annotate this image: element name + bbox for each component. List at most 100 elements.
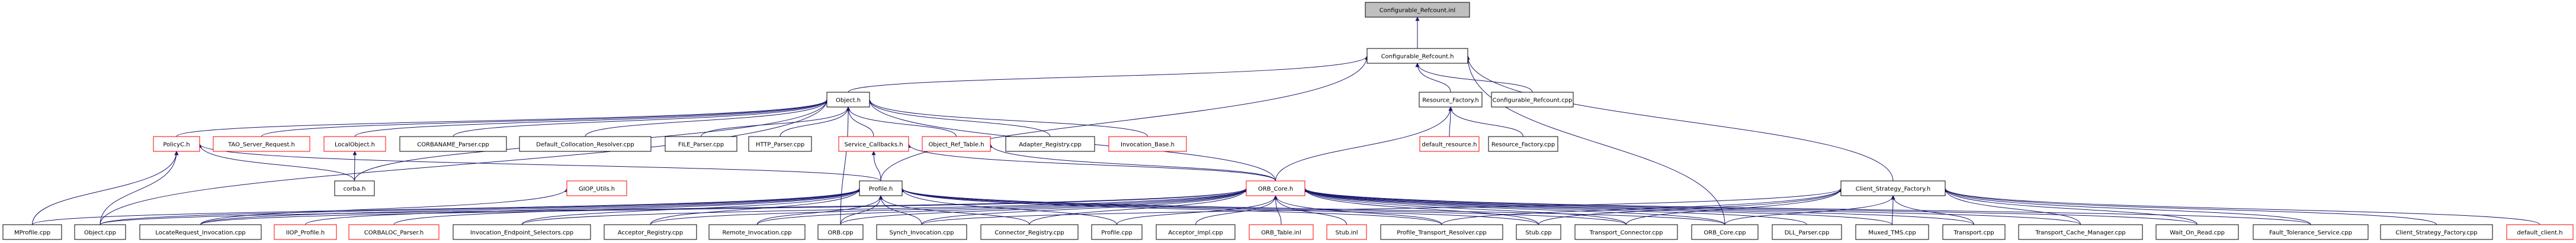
node-box: [1942, 224, 2006, 240]
node-label: Transport_Cache_Manager.cpp: [2035, 230, 2125, 236]
node-box: [817, 224, 864, 240]
node-default-collocation-resolver-cpp[interactable]: Default_Collocation_Resolver.cpp: [519, 136, 652, 152]
node-tao-server-request-h[interactable]: TAO_Server_Request.h: [213, 136, 310, 152]
edge-transport_connector_cpp-to-client_strategy_factory_h: [1626, 187, 1843, 225]
node-adapter-registry-cpp[interactable]: Adapter_Registry.cpp: [1005, 136, 1095, 152]
node-box: [708, 224, 806, 240]
node-label: Profile_Transport_Resolver.cpp: [1397, 230, 1486, 236]
node-profile-h[interactable]: Profile.h: [859, 180, 903, 196]
node-label: Object.cpp: [84, 230, 116, 236]
edge-client_strategy_factory_h-to-cr_h: [1465, 55, 1894, 182]
node-box: [1488, 136, 1558, 152]
node-box: [826, 92, 870, 108]
edge-iiop_profile_h-to-profile_h: [305, 187, 862, 225]
edge-invocation_base_h-to-object_h: [867, 99, 1148, 137]
node-acceptor-registry-cpp[interactable]: Acceptor_Registry.cpp: [604, 224, 697, 240]
node-synch-invocation-cpp[interactable]: Synch_Invocation.cpp: [876, 224, 967, 240]
node-corbaloc-parser-h[interactable]: CORBALOC_Parser.h: [348, 224, 440, 240]
node-label: Invocation_Endpoint_Selectors.cpp: [470, 230, 573, 236]
edge-synch_invocation_cpp-to-orb_core_h: [921, 187, 1249, 225]
node-orb-core-h[interactable]: ORB_Core.h: [1246, 180, 1305, 196]
node-stub-cpp[interactable]: Stub.cpp: [1516, 224, 1561, 240]
node-box: [1249, 224, 1314, 240]
node-remote-invocation-cpp[interactable]: Remote_Invocation.cpp: [708, 224, 806, 240]
node-giop-utils-h[interactable]: GIOP_Utils.h: [566, 180, 627, 196]
node-object-ref-table-h[interactable]: Object_Ref_Table.h: [922, 136, 991, 152]
node-transport-connector-cpp[interactable]: Transport_Connector.cpp: [1574, 224, 1678, 240]
node-client-strategy-factory-h[interactable]: Client_Strategy_Factory.h: [1840, 180, 1946, 196]
node-corbaname-parser-cpp[interactable]: CORBANAME_Parser.cpp: [399, 136, 507, 152]
node-file-parser-cpp[interactable]: FILE_Parser.cpp: [665, 136, 737, 152]
node-connector-registry-cpp[interactable]: Connector_Registry.cpp: [980, 224, 1079, 240]
edge-profile_h-to-cr_h: [880, 55, 1369, 182]
node-muxed-tms-cpp[interactable]: Muxed_TMS.cpp: [1855, 224, 1929, 240]
node-dll-parser-cpp[interactable]: DLL_Parser.cpp: [1772, 224, 1842, 240]
edge-default_resource_h-to-resource_factory_h: [1448, 106, 1453, 137]
node-default-resource-h[interactable]: default_resource.h: [1419, 136, 1480, 152]
node-default-client-h[interactable]: default_client.h: [2506, 224, 2574, 240]
node-cr-h[interactable]: Configurable_Refcount.h: [1366, 48, 1468, 64]
node-box: [1246, 180, 1305, 196]
node-box: [2018, 224, 2143, 240]
node-label: Acceptor_Impl.cpp: [1168, 230, 1223, 236]
node-box: [604, 224, 697, 240]
node-service-callbacks-h[interactable]: Service_Callbacks.h: [838, 136, 909, 152]
node-wait-on-read-cpp[interactable]: Wait_On_Read.cpp: [2155, 224, 2239, 240]
node-label: Resource_Factory.h: [1422, 98, 1478, 104]
node-box: [1380, 224, 1503, 240]
node-object-cpp[interactable]: Object.cpp: [74, 224, 126, 240]
edge-orb_cpp-to-profile_h: [840, 195, 883, 225]
node-orb-core-cpp[interactable]: ORB_Core.cpp: [1691, 224, 1759, 240]
node-transport-cpp[interactable]: Transport.cpp: [1942, 224, 2006, 240]
node-fault-tolerance-service-cpp[interactable]: Fault_Tolerance_Service.cpp: [2253, 224, 2369, 240]
node-box: [2253, 224, 2369, 240]
node-http-parser-cpp[interactable]: HTTP_Parser.cpp: [748, 136, 812, 152]
node-orb-table-inl[interactable]: ORB_Table.inl: [1249, 224, 1314, 240]
node-localobject-h[interactable]: LocalObject.h: [323, 136, 386, 152]
node-label: LocateRequest_Invocation.cpp: [155, 230, 245, 236]
node-label: CORBANAME_Parser.cpp: [417, 142, 489, 148]
node-acceptor-impl-cpp[interactable]: Acceptor_Impl.cpp: [1156, 224, 1236, 240]
node-iiop-profile-h[interactable]: IIOP_Profile.h: [274, 224, 337, 240]
node-box: [348, 224, 440, 240]
edge-fault_tolerance_service_cpp-to-client_strategy_factory_h: [1943, 187, 2311, 225]
edge-profile_cpp-to-orb_core_h: [1117, 195, 1278, 225]
edge-profile_h-to-service_callbacks_h: [871, 151, 881, 182]
node-resource-factory-cpp[interactable]: Resource_Factory.cpp: [1488, 136, 1558, 152]
node-profile-cpp[interactable]: Profile.cpp: [1091, 224, 1143, 240]
node-client-strategy-factory-cpp[interactable]: Client_Strategy_Factory.cpp: [2380, 224, 2493, 240]
edge-localobject_h-to-object_h: [354, 99, 829, 137]
node-stub-inl[interactable]: Stub.inl: [1326, 224, 1367, 240]
node-box: [1091, 224, 1143, 240]
node-label: ORB_Core.cpp: [1704, 230, 1746, 236]
edge-stub_cpp-to-orb_core_h: [1303, 187, 1539, 225]
node-orb-cpp[interactable]: ORB.cpp: [817, 224, 864, 240]
node-transport-cache-manager-cpp[interactable]: Transport_Cache_Manager.cpp: [2018, 224, 2143, 240]
node-label: Acceptor_Registry.cpp: [618, 230, 683, 236]
node-box: [838, 136, 909, 152]
node-label: default_resource.h: [1422, 142, 1477, 148]
edge-object_cpp-to-orb_core_h: [100, 187, 1249, 225]
edge-tao_server_request_h-to-object_h: [261, 99, 829, 137]
node-locaterequest-invocation-cpp[interactable]: LocateRequest_Invocation.cpp: [139, 224, 262, 240]
edge-acceptor_registry_cpp-to-profile_h: [650, 187, 862, 225]
node-box: [1419, 92, 1483, 108]
node-invocation-base-h[interactable]: Invocation_Base.h: [1108, 136, 1187, 152]
edge-resource_factory_cpp-to-resource_factory_h: [1448, 106, 1523, 137]
node-profile-transport-resolver-cpp[interactable]: Profile_Transport_Resolver.cpp: [1380, 224, 1503, 240]
edge-wait_on_read_cpp-to-client_strategy_factory_h: [1943, 187, 2198, 225]
edge-object_cpp-to-object_h: [100, 99, 829, 225]
node-label: Service_Callbacks.h: [844, 142, 903, 148]
node-policyc-h[interactable]: PolicyC.h: [153, 136, 200, 152]
node-label: Client_Strategy_Factory.cpp: [2395, 230, 2477, 236]
node-corba-h[interactable]: corba.h: [334, 180, 375, 196]
node-box: [1574, 224, 1678, 240]
node-mprofile-cpp[interactable]: MProfile.cpp: [2, 224, 62, 240]
node-box: [153, 136, 200, 152]
node-resource-factory-h[interactable]: Resource_Factory.h: [1419, 92, 1483, 108]
node-object-h[interactable]: Object.h: [826, 92, 870, 108]
edge-locaterequest_invocation_cpp-to-orb_core_h: [200, 187, 1249, 225]
node-cr-cpp[interactable]: Configurable_Refcount.cpp: [1491, 92, 1574, 108]
edge-locaterequest_invocation_cpp-to-giop_utils_h: [200, 187, 569, 225]
node-invocation-endpoint-selectors-cpp[interactable]: Invocation_Endpoint_Selectors.cpp: [453, 224, 591, 240]
